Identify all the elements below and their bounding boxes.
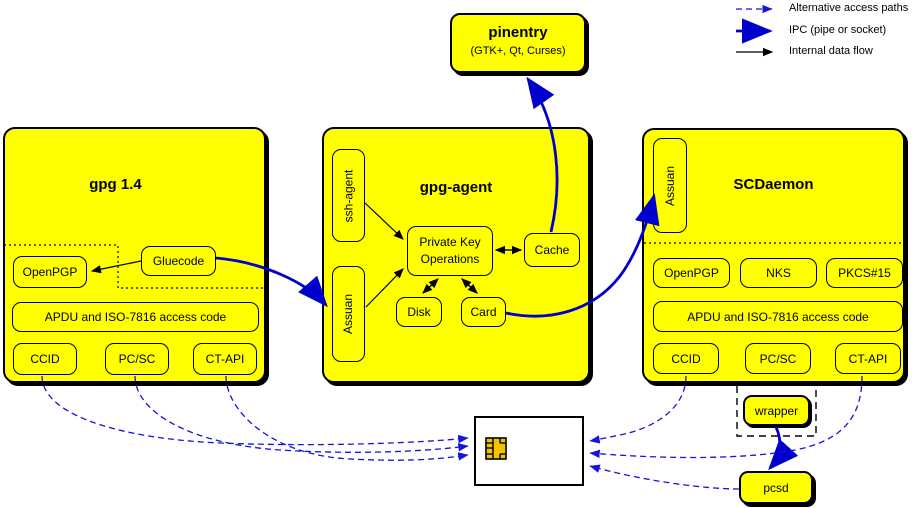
agent-private-key-operations: Private Key Operations	[407, 226, 493, 276]
agent-assuan: Assuan	[332, 266, 365, 362]
scd-nks: NKS	[740, 258, 817, 288]
pcsd-box: pcsd	[739, 471, 813, 504]
agent-cache: Cache	[524, 233, 580, 267]
gpg14-ctapi: CT-API	[193, 343, 257, 375]
alt-scd-ccid-to-card	[589, 375, 687, 444]
scd-ctapi: CT-API	[835, 343, 901, 374]
gpg-agent-title: gpg-agent	[419, 179, 493, 196]
gpg14-openpgp: OpenPGP	[13, 256, 87, 288]
agent-card: Card	[461, 297, 506, 327]
alt-scd-ctapi-to-card	[589, 375, 863, 459]
legend-alt-label: Alternative access paths	[789, 2, 909, 14]
pinentry-title: pinentry	[488, 24, 548, 41]
alt-gpg14-ctapi-to-card	[225, 375, 469, 461]
scd-openpgp: OpenPGP	[653, 258, 730, 288]
scd-assuan: Assuan	[653, 138, 687, 233]
smartcard-chip-icon	[485, 437, 507, 460]
wrapper-box: wrapper	[743, 395, 810, 426]
scd-apdu: APDU and ISO-7816 access code	[653, 301, 903, 332]
ipc-wrapper-to-pcsd	[768, 426, 799, 471]
scd-ccid: CCID	[653, 343, 719, 374]
scd-pkcs15: PKCS#15	[826, 258, 903, 288]
legend-internal-label: Internal data flow	[789, 45, 873, 57]
alt-pcsd-to-card	[589, 464, 740, 490]
legend-ipc-label: IPC (pipe or socket)	[789, 24, 887, 36]
pinentry-subtitle: (GTK+, Qt, Curses)	[470, 45, 566, 57]
alt-gpg14-ccid-to-card	[41, 375, 469, 446]
alt-gpg14-pcsc-to-card	[134, 375, 469, 453]
pinentry-box: pinentry (GTK+, Qt, Curses)	[450, 13, 586, 73]
scdaemon-title: SCDaemon	[733, 176, 814, 193]
scd-pcsc: PC/SC	[745, 343, 811, 374]
gpg14-title: gpg 1.4	[89, 176, 142, 193]
agent-ssh-agent: ssh-agent	[332, 149, 365, 242]
gpg14-gluecode: Gluecode	[141, 246, 216, 276]
gpg14-apdu: APDU and ISO-7816 access code	[12, 302, 259, 332]
gpg14-ccid: CCID	[13, 343, 77, 375]
gpg14-pcsc: PC/SC	[105, 343, 169, 375]
smartcard	[474, 416, 584, 486]
agent-disk: Disk	[396, 297, 442, 327]
